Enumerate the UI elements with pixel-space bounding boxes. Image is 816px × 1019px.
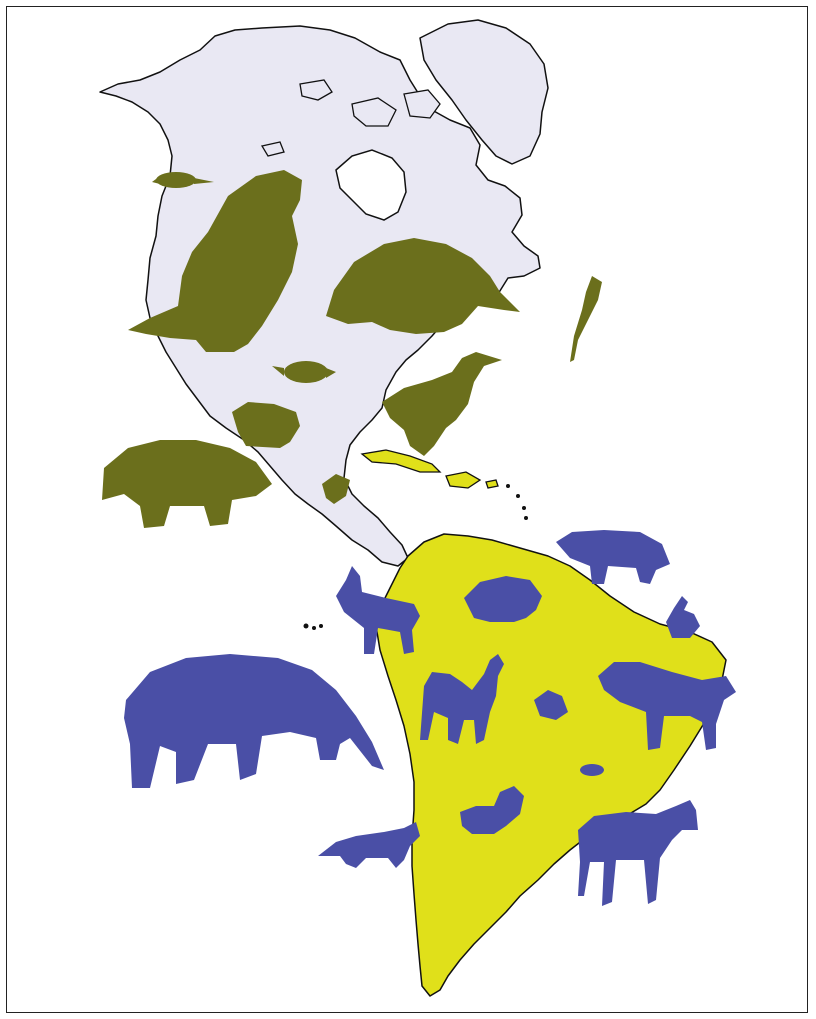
squirrel-icon: [534, 690, 568, 720]
deer-icon: [336, 566, 420, 654]
galapagos-3: [319, 624, 323, 628]
rabbit-icon: [666, 596, 700, 638]
lesser-antilles-4: [524, 516, 528, 520]
lesser-antilles-3: [522, 506, 526, 510]
opossum-icon: [152, 172, 214, 188]
tapir-icon: [556, 530, 670, 584]
mouse-icon: [580, 764, 604, 776]
lesser-antilles-1: [506, 484, 510, 488]
ground-sloth-icon: [128, 170, 302, 352]
puerto-rico: [485, 479, 499, 489]
south-migrants: [124, 530, 736, 906]
south-america-landmass: [375, 533, 727, 997]
south-america: [303, 533, 727, 997]
fox-icon: [318, 822, 420, 868]
hispaniola: [445, 471, 482, 489]
peccary-icon: [464, 576, 542, 622]
glyptodont-icon: [326, 238, 520, 334]
galapagos-1: [303, 623, 309, 629]
capybara-icon: [232, 402, 300, 448]
armadillo-icon: [272, 361, 336, 383]
horse-icon: [578, 800, 698, 906]
north-america: [99, 19, 549, 567]
lesser-antilles-2: [516, 494, 520, 498]
galapagos-2: [312, 626, 316, 630]
arctic-island-1: [351, 97, 397, 127]
gomphothere-icon: [124, 654, 384, 788]
arctic-island-2: [403, 89, 441, 119]
cuba: [360, 449, 442, 473]
parrot-icon: [570, 276, 602, 362]
hudson-bay: [335, 149, 407, 221]
saber-tooth-cat-icon: [598, 662, 736, 750]
arctic-island-4: [260, 141, 285, 157]
llama-icon: [420, 654, 504, 744]
arctic-island-3: [299, 79, 333, 101]
terror-bird-icon: [382, 352, 502, 456]
skunk-icon: [460, 786, 524, 834]
north-migrants: [102, 170, 602, 528]
toxodon-icon: [102, 440, 272, 528]
greenland: [419, 19, 549, 165]
porcupine-icon: [322, 474, 350, 504]
